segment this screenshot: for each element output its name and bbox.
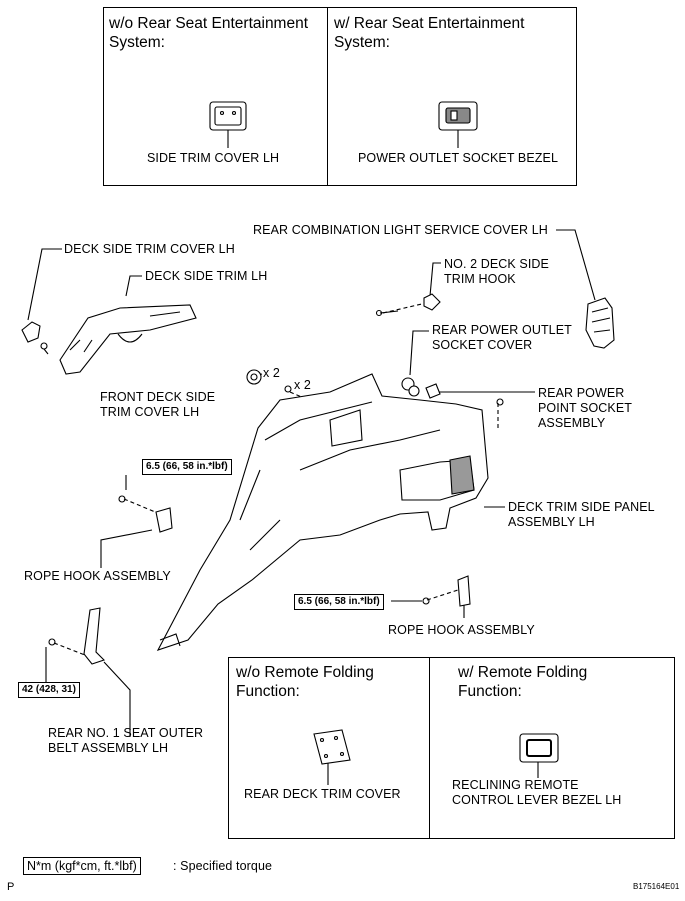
rope-hook-left-part bbox=[118, 495, 173, 533]
deck-trim-side-panel-label: DECK TRIM SIDE PANEL ASSEMBLY LH bbox=[508, 500, 655, 529]
side-trim-cover-part bbox=[209, 101, 247, 148]
deck-trim-side-panel-part bbox=[156, 373, 489, 651]
top-variant-panel bbox=[103, 7, 577, 186]
torque-rope-hook-left: 6.5 (66, 58 in.*lbf) bbox=[142, 459, 232, 475]
side-trim-cover-label: SIDE TRIM COVER LH bbox=[147, 151, 280, 165]
torque-legend-box: N*m (kgf*cm, ft.*lbf) bbox=[23, 857, 141, 875]
seat-belt-part bbox=[48, 607, 106, 665]
rear-deck-trim-cover-part bbox=[313, 729, 351, 765]
power-outlet-cover-part bbox=[401, 377, 504, 406]
front-deck-trim-cover-part bbox=[246, 369, 292, 393]
torque-legend-text: : Specified torque bbox=[173, 859, 273, 873]
bottom-variant-panel bbox=[228, 657, 675, 839]
deck-side-trim-cover-label: DECK SIDE TRIM COVER LH bbox=[64, 242, 235, 256]
power-outlet-socket-bezel-label: POWER OUTLET SOCKET BEZEL bbox=[358, 151, 558, 165]
rope-hook-right-part bbox=[422, 575, 471, 607]
figure-code: B175164E01 bbox=[633, 882, 680, 891]
top-panel-divider bbox=[327, 7, 329, 186]
rear-power-outlet-socket-cover-label: REAR POWER OUTLET SOCKET COVER bbox=[432, 323, 572, 352]
rope-hook-right-label: ROPE HOOK ASSEMBLY bbox=[388, 623, 535, 637]
torque-rope-hook-right: 6.5 (66, 58 in.*lbf) bbox=[294, 594, 384, 610]
bottom-left-header: w/o Remote Folding Function: bbox=[236, 664, 374, 700]
top-right-header: w/ Rear Seat Entertainment System: bbox=[334, 15, 525, 51]
light-service-cover-part bbox=[585, 297, 615, 349]
rear-combination-light-cover-label: REAR COMBINATION LIGHT SERVICE COVER LH bbox=[253, 223, 548, 237]
rope-hook-left-label: ROPE HOOK ASSEMBLY bbox=[24, 569, 171, 583]
no2-deck-side-trim-hook-label: NO. 2 DECK SIDE TRIM HOOK bbox=[444, 257, 549, 286]
rear-seat-outer-belt-label: REAR NO. 1 SEAT OUTER BELT ASSEMBLY LH bbox=[48, 726, 204, 755]
qty-x2-label-a: x 2 bbox=[263, 366, 280, 380]
torque-seat-belt: 42 (428, 31) bbox=[18, 682, 80, 698]
power-outlet-bezel-part bbox=[438, 101, 478, 148]
rear-deck-trim-cover-label: REAR DECK TRIM COVER bbox=[244, 787, 401, 801]
trim-hook-part bbox=[375, 293, 441, 317]
qty-x2-label-b: x 2 bbox=[294, 378, 311, 392]
deck-side-trim-cover-part bbox=[21, 321, 49, 355]
corner-mark: P bbox=[7, 881, 15, 893]
reclining-remote-bezel-label: RECLINING REMOTE CONTROL LEVER BEZEL LH bbox=[452, 778, 622, 807]
bottom-right-header: w/ Remote Folding Function: bbox=[458, 664, 588, 700]
deck-side-trim-label: DECK SIDE TRIM LH bbox=[145, 269, 268, 283]
deck-side-trim-part bbox=[59, 304, 197, 375]
top-left-header: w/o Rear Seat Entertainment System: bbox=[109, 15, 309, 51]
front-deck-side-trim-cover-label: FRONT DECK SIDE TRIM COVER LH bbox=[100, 390, 216, 419]
rear-power-point-socket-label: REAR POWER POINT SOCKET ASSEMBLY bbox=[538, 386, 633, 430]
bottom-panel-divider bbox=[429, 657, 431, 839]
reclining-bezel-part bbox=[519, 733, 559, 763]
